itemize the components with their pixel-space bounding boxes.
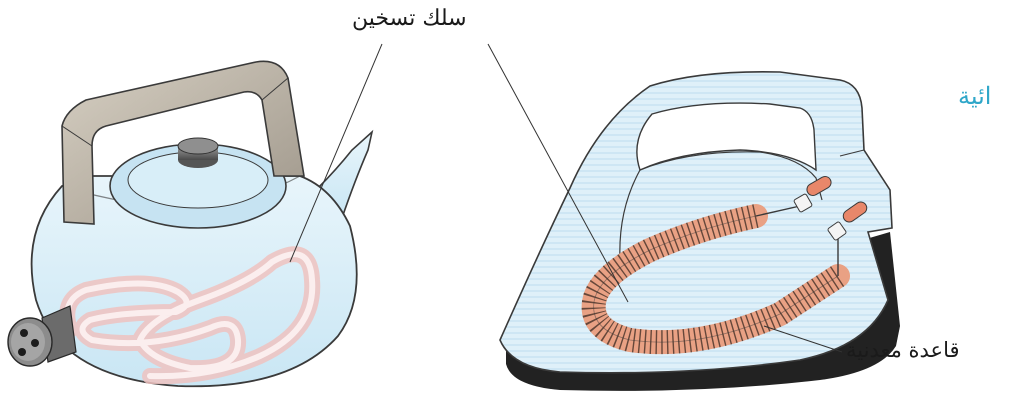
- kettle-illustration: [8, 61, 372, 386]
- heating-wire-label: سلك تسخين: [352, 6, 467, 31]
- kettle-knob: [178, 138, 218, 154]
- cut-text-fragment: ائية: [958, 82, 991, 110]
- iron-illustration: [500, 72, 900, 391]
- metal-base-label: قاعدة معدنية: [846, 338, 960, 362]
